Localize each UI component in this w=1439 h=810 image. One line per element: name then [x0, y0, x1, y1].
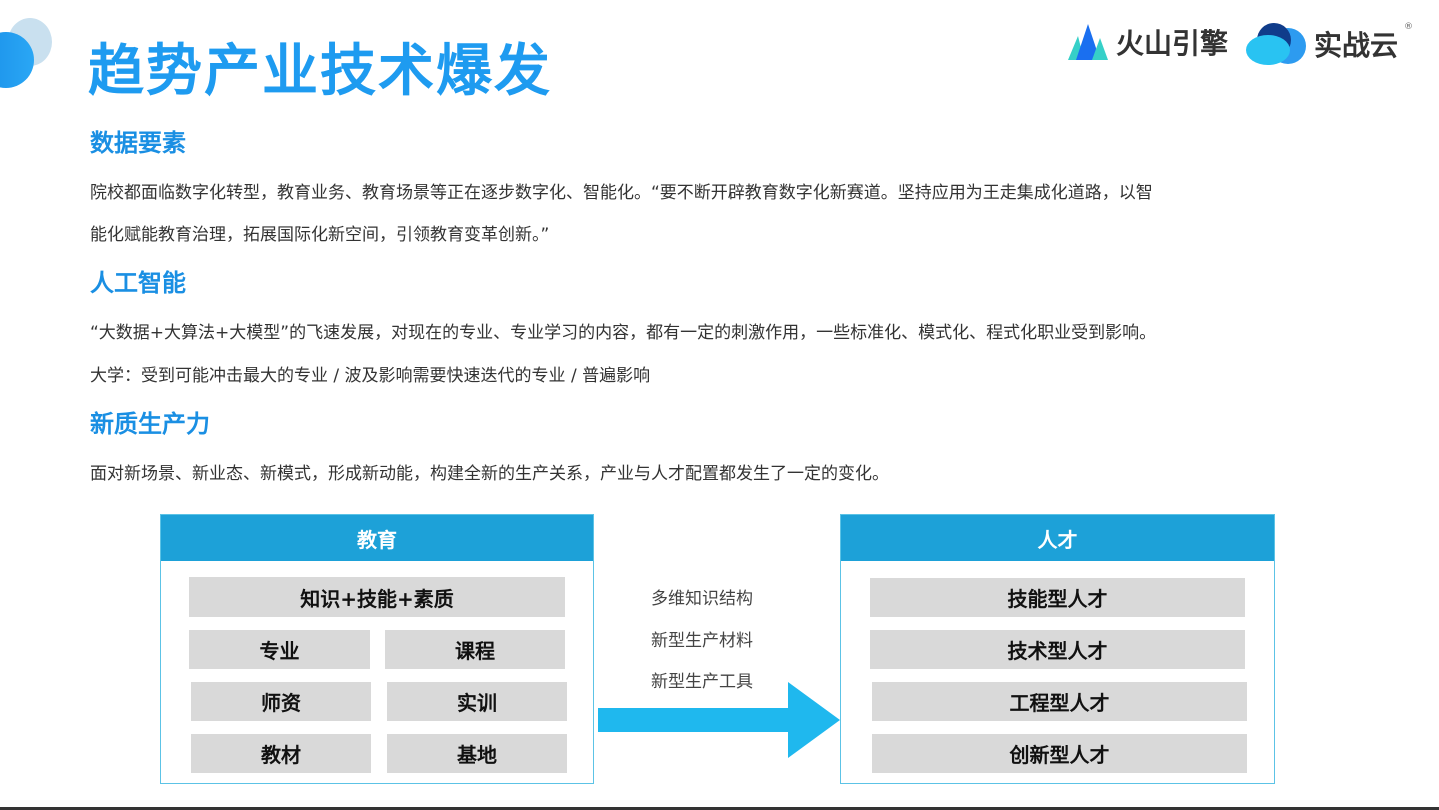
education-cell: 专业: [189, 630, 370, 669]
talent-box: 人才 技能型人才 技术型人才 工程型人才 创新型人才: [840, 514, 1275, 784]
education-cell: 师资: [191, 682, 371, 721]
talent-cell: 技术型人才: [870, 630, 1245, 669]
section-text: 院校都面临数字化转型，教育业务、教育场景等正在逐步数字化、智能化。“要不断开辟教…: [90, 183, 1153, 203]
section-text: 大学：受到可能冲击最大的专业 / 波及影响需要快速迭代的专业 / 普遍影响: [90, 366, 651, 386]
right-arrow-icon: [598, 682, 840, 758]
talent-cell: 工程型人才: [872, 682, 1247, 721]
education-cell: 课程: [385, 630, 565, 669]
section-text: 能化赋能教育治理，拓展国际化新空间，引领教育变革创新。”: [90, 225, 550, 245]
talent-cell: 技能型人才: [870, 578, 1245, 617]
talent-cell: 创新型人才: [872, 734, 1247, 773]
education-cell: 知识+技能+素质: [189, 577, 565, 617]
talent-header: 人才: [841, 515, 1274, 561]
middle-label: 多维知识结构: [651, 589, 753, 609]
education-box: 教育 知识+技能+素质 专业 课程 师资 实训 教材 基地: [160, 514, 594, 784]
education-header: 教育: [161, 515, 593, 561]
bottom-border: [0, 807, 1439, 810]
section-heading: 新质生产力: [90, 410, 210, 438]
section-heading: 人工智能: [90, 269, 186, 297]
section-text: 面对新场景、新业态、新模式，形成新动能，构建全新的生产关系，产业与人才配置都发生…: [90, 464, 889, 484]
volcano-engine-logo: 火山引擎: [1068, 22, 1228, 62]
page-title: 趋势产业技术爆发: [88, 39, 552, 104]
section-text: “大数据+大算法+大模型”的飞速发展，对现在的专业、专业学习的内容，都有一定的刺…: [90, 323, 1157, 343]
education-cell: 实训: [387, 682, 567, 721]
shizhanyun-logo: 实战云 ®: [1246, 22, 1413, 66]
cloud-icon: [1246, 23, 1306, 65]
middle-label: 新型生产材料: [651, 631, 753, 651]
section-heading: 数据要素: [90, 129, 186, 157]
volcano-mountain-icon: [1068, 24, 1108, 60]
education-cell: 基地: [387, 734, 567, 773]
middle-label: 新型生产工具: [651, 672, 753, 692]
education-cell: 教材: [191, 734, 371, 773]
